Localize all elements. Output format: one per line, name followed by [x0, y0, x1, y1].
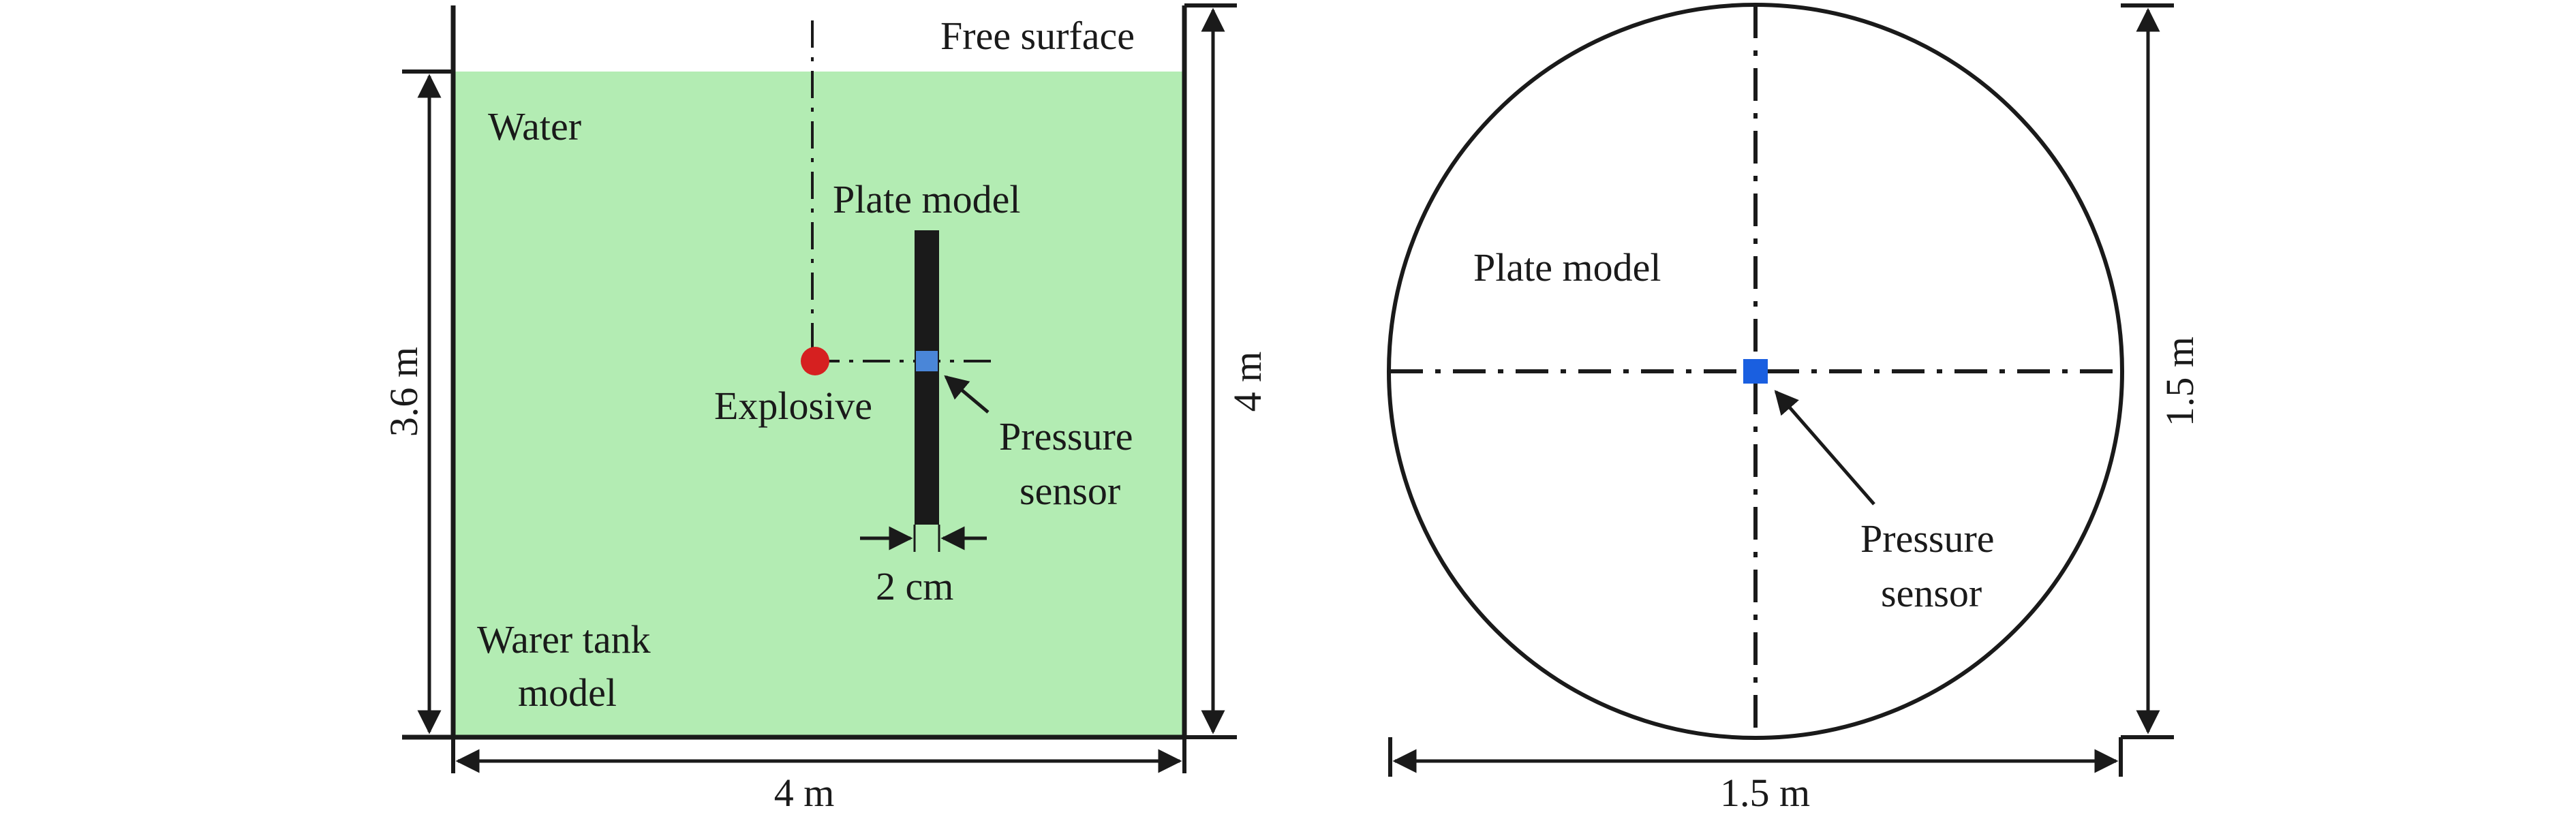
plate-model-label-right: Plate model: [1473, 245, 1661, 290]
pressure-sensor-label-right-1: Pressure: [1860, 516, 1995, 561]
tank-section-view: 3.6 m 4 m 4 m Free surface Water Plate m…: [382, 3, 1270, 815]
free-surface-label: Free surface: [940, 14, 1135, 58]
sensor-pointer-arrow-right: [1774, 390, 1875, 506]
plate-width-label: 1.5 m: [1720, 771, 1810, 815]
water-depth-label: 3.6 m: [382, 347, 426, 437]
plate-front-view: 1.5 m 1.5 m Plate model Pressure sensor: [1387, 3, 2202, 815]
tank-label-1: Warer tank: [477, 617, 651, 662]
explosive-charge: [801, 347, 829, 375]
plate-model-circle: [1387, 3, 2124, 740]
tank-height-label: 4 m: [1225, 352, 1270, 412]
explosive-label: Explosive: [714, 384, 872, 428]
plate-model-side: [915, 230, 939, 525]
pressure-sensor-label-left-1: Pressure: [999, 414, 1133, 459]
plate-height-label: 1.5 m: [2158, 337, 2202, 427]
tank-width-label: 4 m: [774, 771, 835, 815]
pressure-sensor-label-left-2: sensor: [1019, 469, 1120, 513]
water-region: [453, 72, 1184, 736]
gap-label: 2 cm: [876, 564, 953, 608]
water-label: Water: [488, 104, 581, 149]
pressure-sensor-left: [916, 351, 938, 371]
pressure-sensor-label-right-2: sensor: [1881, 571, 1982, 615]
sensor-pointer-arrow-left: [944, 375, 990, 414]
pressure-sensor-right: [1743, 359, 1768, 384]
plate-model-label-left: Plate model: [833, 177, 1020, 221]
tank-label-2: model: [518, 670, 617, 715]
